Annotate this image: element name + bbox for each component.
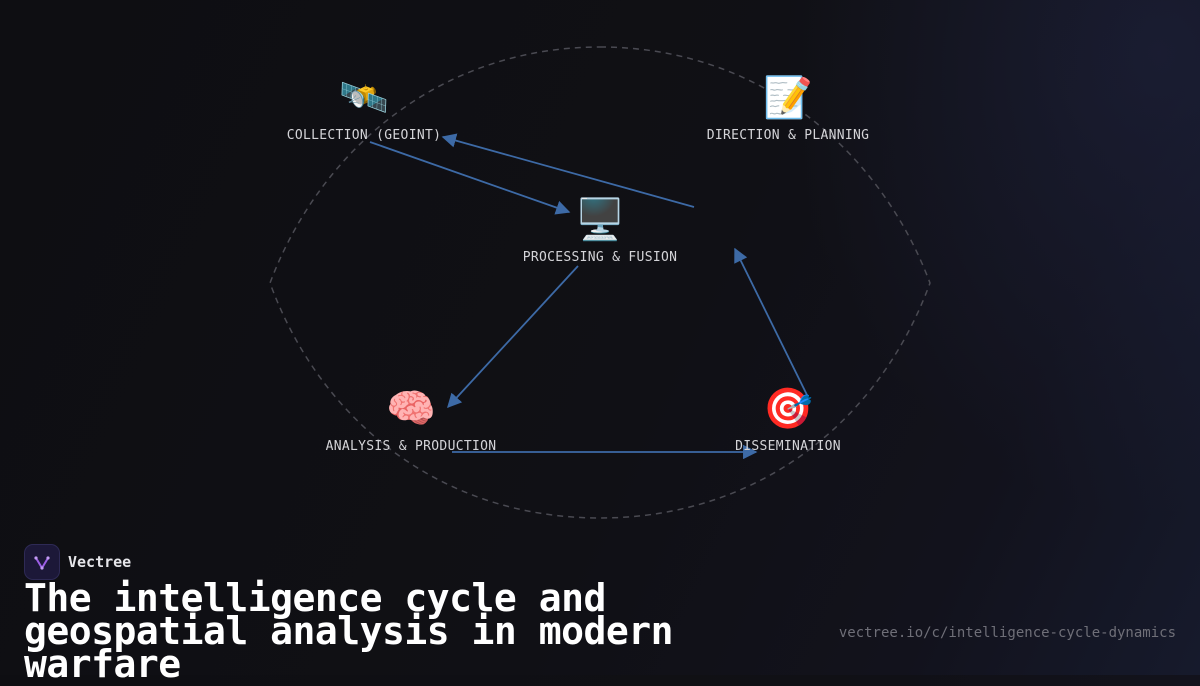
memo-icon: 📝 xyxy=(763,75,813,121)
page-title: The intelligence cycle and geospatial an… xyxy=(24,576,673,686)
edge-direction-to-collection xyxy=(441,133,695,208)
node-analysis: 🧠 ANALYSIS & PRODUCTION xyxy=(326,385,497,454)
node-label: COLLECTION (GEOINT) xyxy=(286,128,442,143)
edge-collection-to-processing xyxy=(369,141,571,215)
satellite-icon: 🛰️ xyxy=(339,75,389,121)
cycle-ellipse xyxy=(269,46,931,519)
brand-name: Vectree xyxy=(68,553,132,571)
node-label: DIRECTION & PLANNING xyxy=(706,128,870,143)
node-direction: 📝 DIRECTION & PLANNING xyxy=(707,74,870,143)
target-icon: 🎯 xyxy=(763,386,813,432)
node-label: PROCESSING & FUSION xyxy=(522,250,678,265)
desktop-computer-icon: 🖥️ xyxy=(575,197,625,243)
brand: Vectree xyxy=(24,544,131,580)
article-url: vectree.io/c/intelligence-cycle-dynamics xyxy=(838,625,1176,641)
background-glow xyxy=(780,0,1200,520)
node-collection: 🛰️ COLLECTION (GEOINT) xyxy=(287,74,441,143)
edge-processing-to-analysis xyxy=(447,265,579,409)
brain-icon: 🧠 xyxy=(386,386,436,432)
node-dissemination: 🎯 DISSEMINATION xyxy=(735,385,841,454)
node-processing: 🖥️ PROCESSING & FUSION xyxy=(523,196,677,265)
edge-dissemination-to-direction xyxy=(734,247,809,398)
vectree-logo-icon xyxy=(24,544,60,580)
node-label: ANALYSIS & PRODUCTION xyxy=(325,439,497,454)
node-label: DISSEMINATION xyxy=(735,439,841,454)
